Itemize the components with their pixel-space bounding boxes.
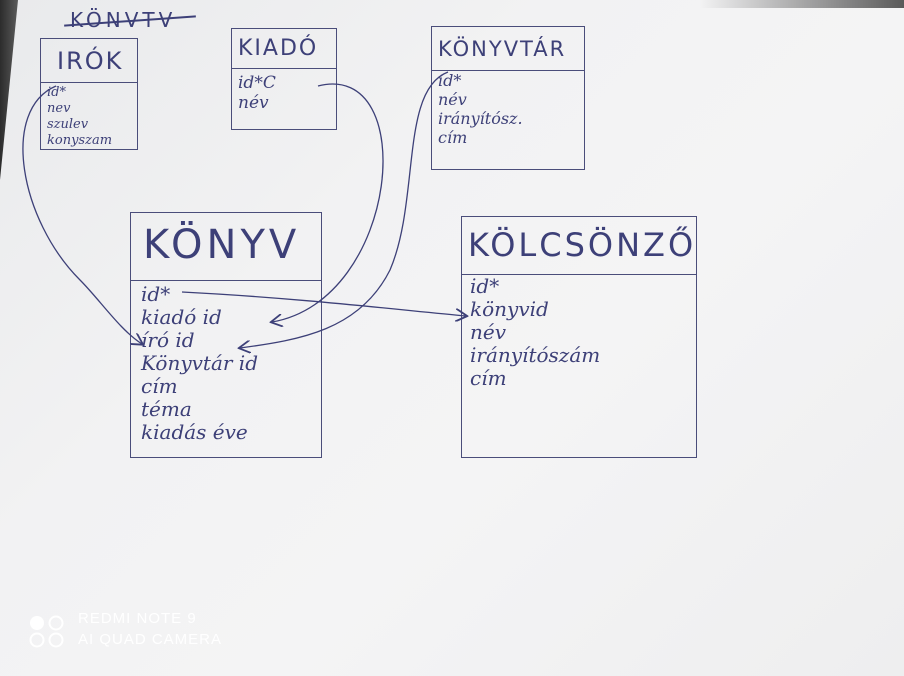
table-konyvtar: KÖNYVTÁR id* név irányítósz. cím [431, 26, 585, 170]
field: név [238, 93, 269, 113]
field: kiadás éve [141, 420, 248, 444]
field-list: id*C név [232, 73, 336, 113]
field: Könyvtár id [141, 351, 259, 375]
field-list: id* kiadó id író id Könyvtár id cím téma… [131, 283, 321, 444]
table-title: KÖLCSÖNZŐ [462, 217, 696, 275]
field: név [470, 320, 507, 344]
field: id* [438, 71, 462, 90]
field: id* [141, 282, 171, 306]
field-list: id* könyvid név irányítószám cím [462, 275, 696, 390]
field: szulev [47, 117, 89, 132]
field: író id [141, 328, 195, 352]
table-title: KÖNYVTÁR [432, 27, 584, 71]
watermark-line2: AI QUAD CAMERA [78, 631, 223, 648]
field: irányítósz. [438, 109, 523, 128]
camera-logo-icon [29, 615, 64, 648]
field: cím [470, 366, 507, 390]
field: cím [438, 128, 468, 147]
field: konyszam [47, 133, 113, 148]
field: nev [47, 101, 71, 116]
field: téma [141, 397, 192, 421]
field: id* [47, 85, 66, 100]
field: kiadó id [141, 305, 222, 329]
field: irányítószám [470, 343, 601, 367]
field-list: id* név irányítósz. cím [432, 71, 584, 147]
field: könyvid [470, 297, 549, 321]
field-list: id* nev szulev konyszam [41, 85, 137, 149]
background-strip [700, 0, 904, 8]
table-kolcsonzo: KÖLCSÖNZŐ id* könyvid név irányítószám c… [461, 216, 697, 458]
field: id* [470, 274, 500, 298]
table-konyv: KÖNYV id* kiadó id író id Könyvtár id cí… [130, 212, 322, 458]
field: cím [141, 374, 178, 398]
table-irok: IRÓK id* nev szulev konyszam [40, 38, 138, 150]
table-title: IRÓK [41, 39, 137, 83]
table-title: KIADÓ [232, 29, 336, 69]
table-kiado: KIADÓ id*C név [231, 28, 337, 130]
field: id*C [238, 73, 276, 93]
table-title: KÖNYV [131, 213, 321, 281]
watermark-line1: REDMI NOTE 9 [78, 610, 197, 627]
field: név [438, 90, 467, 109]
